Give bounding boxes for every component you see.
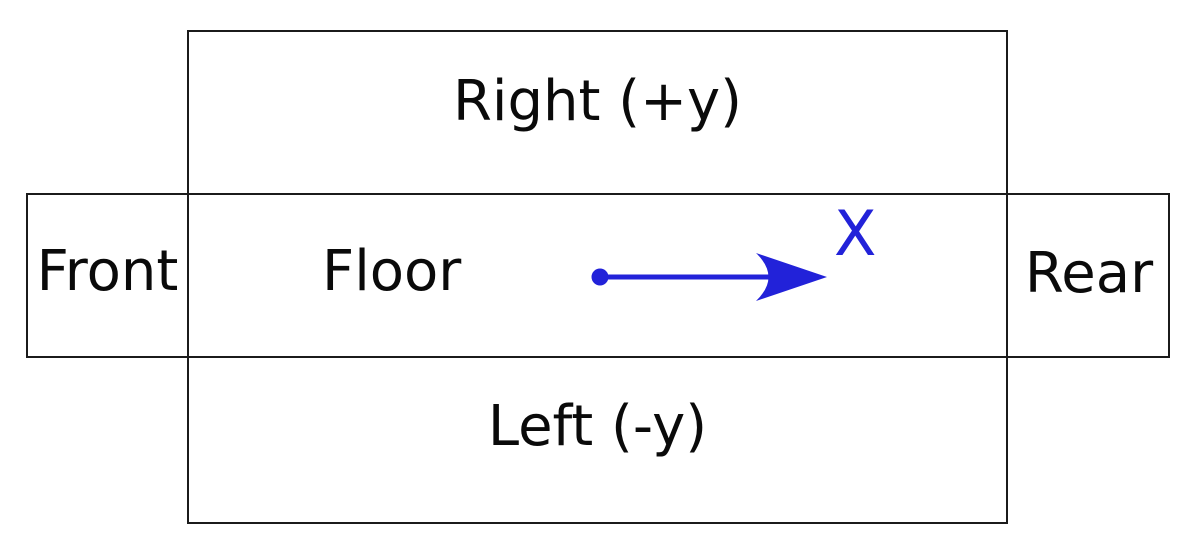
vertical-panel-rect [187,30,1008,524]
label-left-minus-y: Left (-y) [487,394,708,459]
arrow-origin-dot [591,268,609,286]
label-front: Front [36,239,179,304]
arrow-head [756,253,827,301]
horizontal-panel-rect [26,193,1170,358]
label-right-plus-y: Right (+y) [452,69,743,134]
label-floor: Floor [322,239,462,304]
label-rear: Rear [1024,241,1154,306]
x-axis-label: X [834,197,877,270]
